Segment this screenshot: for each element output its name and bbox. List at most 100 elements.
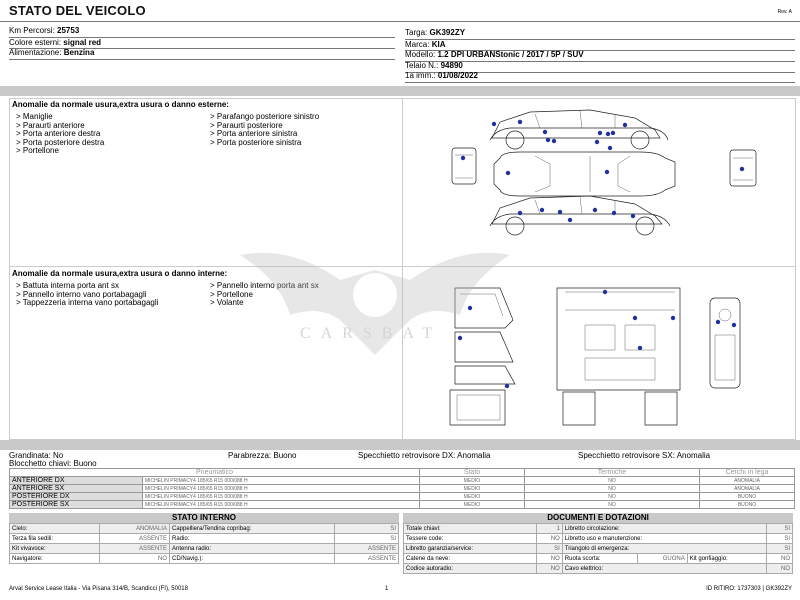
field-label: Navigatore: — [9, 553, 100, 564]
field-label: Radio: — [168, 533, 335, 544]
tire-position: POSTERIORE SX — [9, 500, 143, 509]
hail-status: Grandinata: No — [9, 451, 64, 460]
field-value: NO — [535, 533, 563, 544]
list-item: > Pannello interno vano portabagagli — [16, 289, 147, 299]
field-label: Cappelliera/Tendina copribag: — [168, 523, 335, 534]
field-value: ANOMALIA — [98, 523, 170, 534]
list-item: > Volante — [210, 298, 244, 307]
header-divider — [0, 21, 800, 22]
registration-value: 01/08/2022 — [437, 71, 478, 80]
interior-text-panel — [9, 266, 403, 440]
tires-table: Pneumatico Stato Termiche Cerchi in lega… — [9, 468, 795, 509]
list-item: > Paraurti anteriore — [16, 120, 85, 130]
interior-damage-list-2: > Pannello interno porta ant sx > Portel… — [210, 281, 319, 308]
table-row: Totale chiavi:1 Libretto circolazione:SI — [403, 523, 793, 534]
tire-winter: NO — [524, 484, 700, 493]
field-label: Libretto circolazione: — [561, 523, 768, 534]
watermark-text: CARSBAT — [300, 325, 443, 342]
row-divider — [9, 48, 395, 49]
table-row: POSTERIORE SX MICHELIN PRIMACY4 185/65 R… — [9, 500, 795, 509]
watermark-logo — [240, 252, 510, 355]
plate-row: Targa: GK392ZY — [405, 28, 466, 37]
color-value: signal red — [63, 38, 102, 47]
car-side-right-drawing — [489, 109, 669, 150]
footer-address: Arval Service Lease Italia - Via Pisana … — [9, 586, 188, 592]
field-value: SI — [333, 523, 400, 534]
tire-model: MICHELIN PRIMACY4 185/65 R15 000/088 H — [142, 476, 420, 485]
field-label: Libretto uso e manutenzione: — [561, 533, 768, 544]
field-value: NO — [766, 563, 793, 574]
field-value: SI — [766, 533, 793, 544]
tire-rim: BUONO — [699, 500, 795, 509]
tire-rim: ANOMALIA — [699, 484, 795, 493]
tire-model: MICHELIN PRIMACY4 185/65 R15 000/088 H — [142, 484, 420, 493]
table-row: Kit vivavoce:ASSENTE Antenna radio:ASSEN… — [9, 543, 400, 554]
trunk-drawing — [709, 297, 741, 389]
field-value: ASSENTE — [333, 543, 400, 554]
interior-damage-markers — [457, 289, 737, 389]
documents-table: Totale chiavi:1 Libretto circolazione:SI… — [403, 523, 793, 574]
tire-rim: BUONO — [699, 492, 795, 501]
field-label: Kit gonfiaggio: — [686, 553, 768, 564]
tire-winter: NO — [524, 500, 700, 509]
exterior-damage-list-2: > Parafango posteriore sinistro > Paraur… — [210, 112, 319, 147]
tire-position: ANTERIORE DX — [9, 476, 143, 485]
tire-position: ANTERIORE SX — [9, 484, 143, 493]
footer-id: ID RITIRO: 1737303 | GK392ZY — [706, 586, 792, 592]
windshield-status: Parabrezza: Buono — [228, 451, 297, 460]
field-label: Cielo: — [9, 523, 100, 534]
registration-row: 1a imm.: 01/08/2022 — [405, 71, 478, 80]
mirror-dx-status: Specchietto retrovisore DX: Anomalia — [358, 451, 491, 460]
field-value: NO — [535, 563, 563, 574]
field-label: Catene da neve: — [403, 553, 537, 564]
tires-col-header: Termiche — [524, 468, 700, 477]
fuel-row: Alimentazione: Benzina — [9, 48, 95, 57]
tire-model: MICHELIN PRIMACY4 185/65 R15 000/088 H — [142, 500, 420, 509]
tires-col-header: Stato — [419, 468, 525, 477]
exterior-damage-markers — [460, 119, 745, 223]
row-divider — [405, 72, 795, 73]
field-label: Cavo elettrico: — [561, 563, 768, 574]
exterior-car-diagram — [451, 109, 757, 236]
field-value: NO — [535, 553, 563, 564]
tire-position: POSTERIORE DX — [9, 492, 143, 501]
field-value: GUONA — [636, 553, 688, 564]
tire-state: MEDIO — [419, 484, 525, 493]
row-divider — [9, 37, 395, 38]
field-label: Terza fila sedili: — [9, 533, 100, 544]
list-item: > Tappezzeria interna vano portabagagli — [16, 298, 159, 307]
list-item: > Porta posteriore destra — [16, 137, 105, 147]
table-row: ANTERIORE SX MICHELIN PRIMACY4 185/65 R1… — [9, 484, 795, 493]
brand-row: Marca: KIA — [405, 40, 446, 49]
watermark: CARSBAT — [230, 235, 520, 365]
field-label: Ruota scorta: — [561, 553, 638, 564]
row-divider — [405, 50, 795, 51]
list-item: > Porta anteriore destra — [16, 129, 101, 138]
list-item: > Pannello interno porta ant sx — [210, 281, 319, 290]
exterior-damage-list-1: > Maniglie > Paraurti anteriore > Porta … — [16, 112, 105, 156]
documents-title: DOCUMENTI E DOTAZIONI — [403, 513, 793, 523]
list-item: > Maniglie — [16, 112, 53, 121]
revision-label: Rev. A — [777, 9, 792, 15]
tire-state: MEDIO — [419, 476, 525, 485]
list-item: > Portellone — [210, 289, 253, 299]
chassis-value: 94890 — [440, 61, 463, 70]
color-row: Colore esterni: signal red — [9, 38, 102, 47]
field-value: NO — [766, 553, 793, 564]
tire-rim: ANOMALIA — [699, 476, 795, 485]
model-row: Modello: 1.2 DPI URBANStonic / 2017 / 5P… — [405, 50, 584, 59]
cabin-top-view-drawing — [556, 287, 681, 426]
tires-col-header: Cerchi in lega — [699, 468, 795, 477]
key-lock-status: Blocchetto chiavi: Buono — [9, 459, 97, 468]
tires-col-header: Pneumatico — [9, 468, 420, 477]
chassis-row: Telaio N.: 94890 — [405, 61, 463, 70]
interior-car-diagram — [449, 287, 741, 426]
field-label: Triangolo di emergenza: — [561, 543, 768, 554]
car-rear-drawing — [729, 149, 757, 187]
field-label: Antenna radio: — [168, 543, 335, 554]
field-label: CD/Navig.): — [168, 553, 335, 564]
field-value: 1 — [535, 523, 563, 534]
row-divider — [405, 39, 795, 40]
field-value: SI — [766, 543, 793, 554]
table-row: Libretto garanzia/service:SI Triangolo d… — [403, 543, 793, 554]
